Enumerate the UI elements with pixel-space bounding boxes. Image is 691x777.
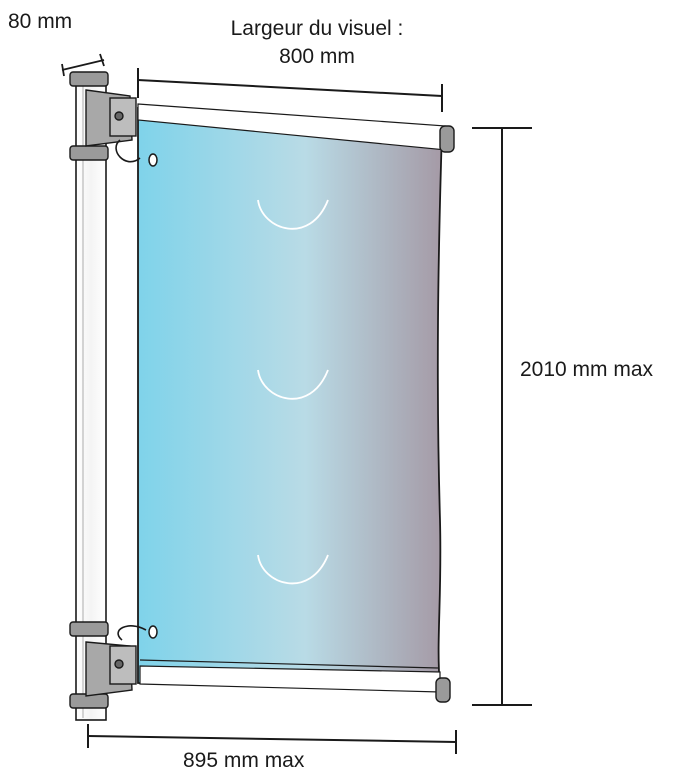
grommet — [148, 153, 158, 167]
visual-width-dimension — [137, 68, 443, 112]
pole-diameter-marker — [61, 53, 105, 77]
wind-slit-arc — [257, 199, 329, 230]
top-bracket — [69, 71, 141, 163]
bottom-rod — [139, 665, 451, 703]
pole-diameter-label: 80 mm — [8, 10, 73, 33]
visual-width-value: 800 mm — [279, 45, 355, 68]
height-dimension — [472, 127, 532, 706]
pole — [75, 79, 107, 721]
banner — [137, 107, 443, 689]
overall-width-dimension — [87, 724, 457, 754]
overall-width-label: 895 mm max — [183, 749, 305, 772]
height-label: 2010 mm max — [520, 358, 654, 381]
bottom-bracket — [69, 621, 147, 709]
top-rod — [137, 103, 455, 153]
wind-slit-arc — [257, 369, 329, 400]
wind-slit-arc — [257, 554, 329, 585]
visual-width-title: Largeur du visuel : — [230, 17, 404, 40]
grommet — [148, 625, 158, 639]
